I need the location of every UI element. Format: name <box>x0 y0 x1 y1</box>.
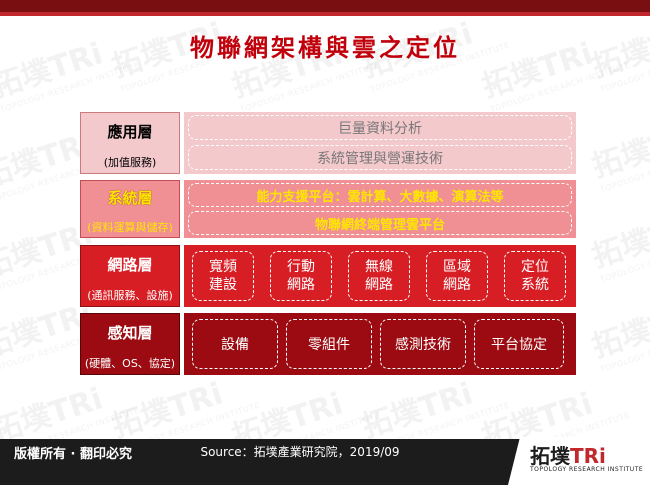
network-cell: 定位 系統 <box>504 251 566 301</box>
network-layer-content: 寬頻 建設 行動 網路 無線 網路 區域 網路 定位 系統 <box>184 245 576 307</box>
layer-subtitle: (資料運算與儲存) <box>87 221 173 234</box>
slide-title: 物聯網架構與雲之定位 <box>190 33 460 62</box>
logo-subtitle: TOPOLOGY RESEARCH INSTITUTE <box>530 466 644 473</box>
logo-main: 拓墣 <box>530 444 570 468</box>
layer-name: 系統層 <box>107 189 153 207</box>
system-layer: 系統層 (資料運算與儲存) 能力支援平台：雲計算、大數據、演算法等 物聯網終端管… <box>80 180 580 238</box>
application-layer-label: 應用層 (加值服務) <box>80 112 180 174</box>
application-layer: 應用層 (加值服務) 巨量資料分析 系統管理與營運技術 <box>80 112 580 174</box>
perception-layer-label: 感知層 (硬體、OS、協定) <box>80 313 180 375</box>
network-cell: 寬頻 建設 <box>192 251 254 301</box>
network-layer-label: 網路層 (通訊服務、設施) <box>80 245 180 307</box>
network-cell: 行動 網路 <box>270 251 332 301</box>
application-layer-content: 巨量資料分析 系統管理與營運技術 <box>184 112 576 174</box>
system-layer-label: 系統層 (資料運算與儲存) <box>80 180 180 238</box>
perception-cell: 零組件 <box>286 319 372 369</box>
logo-accent: TRi <box>570 444 606 468</box>
layer-name: 應用層 <box>107 123 153 141</box>
layer-name: 感知層 <box>107 324 153 342</box>
perception-layer-content: 設備 零組件 感測技術 平台協定 <box>184 313 576 375</box>
layer-subtitle: (加值服務) <box>103 156 157 169</box>
network-cell: 無線 網路 <box>348 251 410 301</box>
system-row: 能力支援平台：雲計算、大數據、演算法等 <box>188 183 572 207</box>
tri-logo: 拓墣TRi <box>530 440 606 469</box>
network-layer: 網路層 (通訊服務、設施) 寬頻 建設 行動 網路 無線 網路 區域 網路 定位… <box>80 245 580 307</box>
system-row: 物聯網終端管理雲平台 <box>188 211 572 235</box>
logo-background <box>508 437 650 485</box>
layer-subtitle: (通訊服務、設施) <box>87 289 173 302</box>
perception-cell: 感測技術 <box>380 319 466 369</box>
network-cell: 區域 網路 <box>426 251 488 301</box>
application-row: 系統管理與營運技術 <box>188 145 572 170</box>
source-text: Source：拓墣產業研究院，2019/09 <box>200 445 400 459</box>
perception-cell: 平台協定 <box>474 319 564 369</box>
perception-layer: 感知層 (硬體、OS、協定) 設備 零組件 感測技術 平台協定 <box>80 313 580 375</box>
top-banner-accent <box>0 12 650 16</box>
layer-subtitle: (硬體、OS、協定) <box>84 357 176 370</box>
application-row: 巨量資料分析 <box>188 115 572 140</box>
copyright-text: 版權所有 · 翻印必究 <box>14 447 132 462</box>
layer-name: 網路層 <box>107 256 153 274</box>
system-layer-content: 能力支援平台：雲計算、大數據、演算法等 物聯網終端管理雲平台 <box>184 180 576 238</box>
top-banner <box>0 0 650 12</box>
perception-cell: 設備 <box>192 319 278 369</box>
